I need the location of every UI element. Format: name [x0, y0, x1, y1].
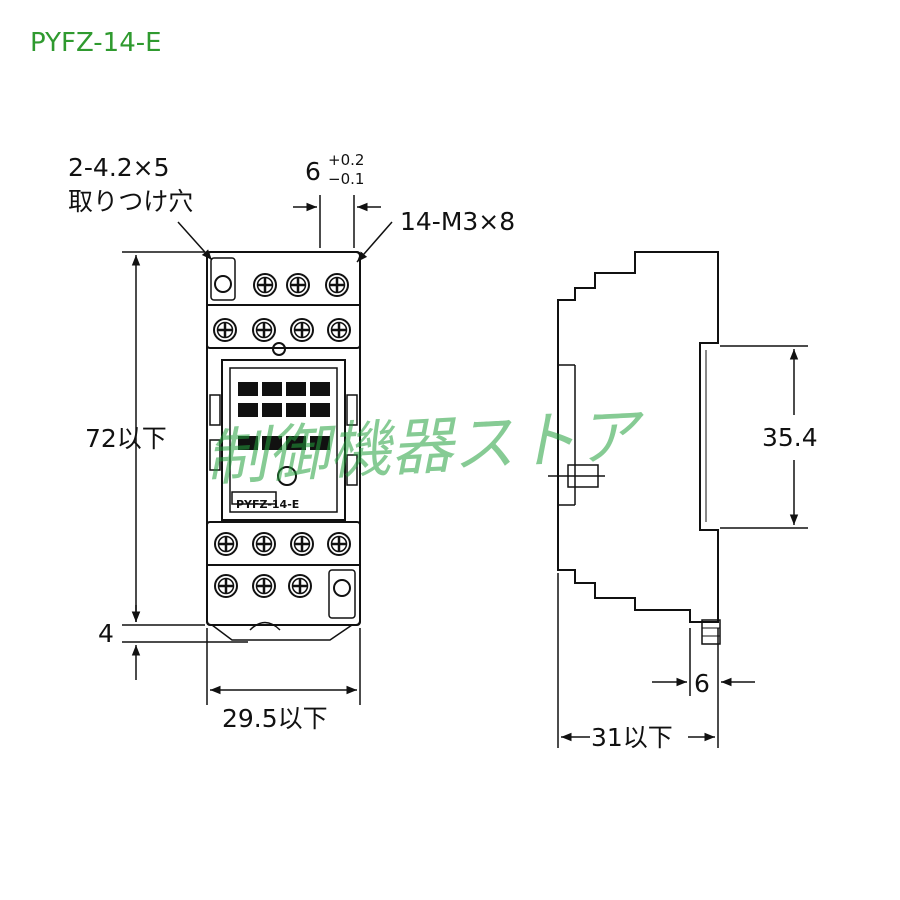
pitch-tol-minus-label: −0.1 [328, 170, 364, 188]
model-plate-label: PYFZ-14-E [236, 498, 299, 511]
bottom-offset-label: 4 [98, 619, 114, 648]
side-dimension-lines [557, 345, 808, 748]
depth-label: 31以下 [591, 723, 673, 752]
page-title: PYFZ-14-E [30, 28, 162, 58]
rail-height-label: 35.4 [762, 423, 818, 452]
terminal-depth-label: 6 [694, 669, 710, 698]
screw-spec-label: 14-M3×8 [400, 207, 515, 236]
model-plate [231, 491, 277, 505]
height-label: 72以下 [85, 424, 167, 453]
front-view [206, 251, 361, 641]
front-dimension-lines [122, 195, 393, 705]
hole-spec-label: 2-4.2×5 [68, 153, 170, 182]
socket-contacts [238, 382, 330, 450]
pitch-tol-plus-label: +0.2 [328, 151, 364, 169]
width-label: 29.5以下 [222, 704, 328, 733]
pitch-nominal-label: 6 [305, 157, 321, 186]
hole-name-label: 取りつけ穴 [68, 187, 193, 216]
side-view [548, 251, 721, 645]
